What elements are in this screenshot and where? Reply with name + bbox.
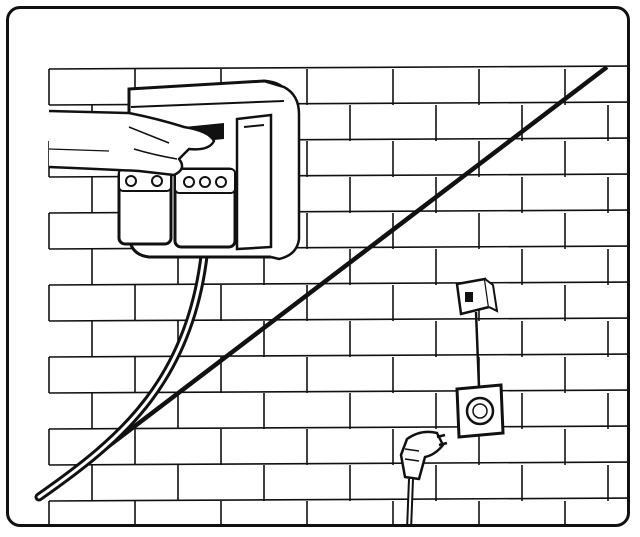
brick-mortar-line xyxy=(48,281,627,286)
hand-icon xyxy=(48,109,216,177)
brick-mortar-line xyxy=(48,425,627,430)
angled-plug-icon xyxy=(399,430,448,524)
brick-mortar-line xyxy=(48,317,627,322)
brick-mortar-line xyxy=(48,353,627,358)
brick-wall xyxy=(48,65,627,524)
brick-wall-illustration xyxy=(34,65,627,524)
indoor-socket-icon xyxy=(455,383,505,439)
brick-mortar-line xyxy=(48,65,627,70)
timer-switch-icon xyxy=(455,277,499,388)
illustration-frame xyxy=(6,6,630,527)
diagonal-divider-line xyxy=(37,65,609,501)
cable-icon xyxy=(34,242,210,502)
brick-mortar-line xyxy=(48,389,627,394)
brick-mortar-line xyxy=(48,497,627,502)
brick-mortar-line xyxy=(48,461,627,466)
